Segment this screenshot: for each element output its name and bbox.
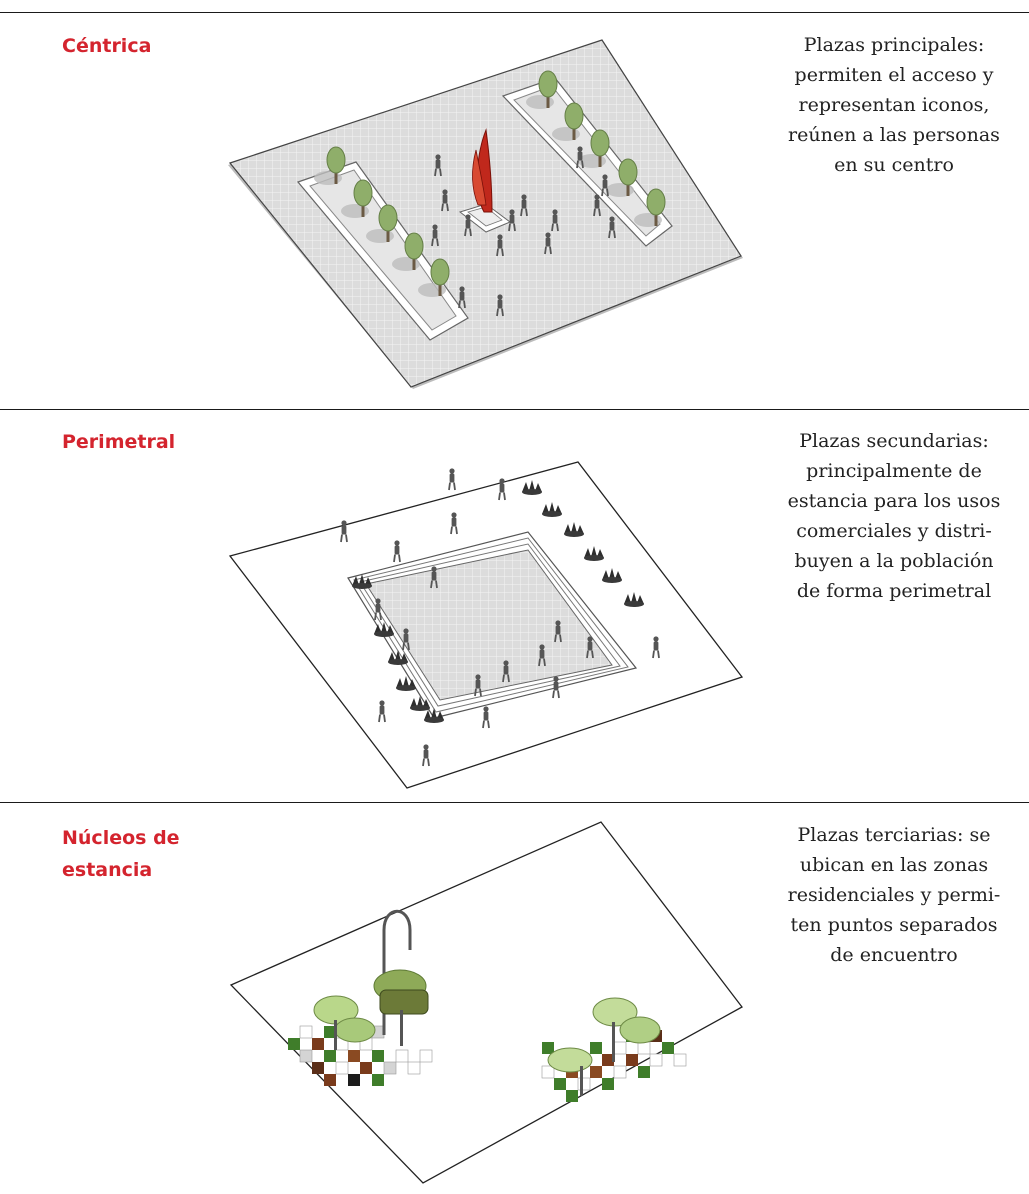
section-label-nucleos: Núcleos de estancia	[62, 827, 180, 881]
perimetral-plaza-illustration	[228, 461, 744, 789]
section-divider	[0, 12, 1029, 13]
section-label-perimetral: Perimetral	[62, 431, 176, 453]
left-seating-cluster	[288, 909, 433, 1086]
section-description-centrica: Plazas principales: permiten el acceso y…	[788, 34, 1000, 176]
section-divider	[0, 409, 1029, 410]
centrica-plaza-illustration	[228, 39, 743, 389]
section-description-perimetral: Plazas secundarias: principalmente de es…	[787, 430, 1001, 602]
section-description-nucleos: Plazas terciarias: se ubican en las zona…	[787, 824, 1001, 966]
right-seating-cluster	[541, 997, 687, 1102]
section-divider	[0, 802, 1029, 803]
nucleos-plaza-illustration	[229, 821, 743, 1184]
section-label-centrica: Céntrica	[62, 35, 152, 57]
